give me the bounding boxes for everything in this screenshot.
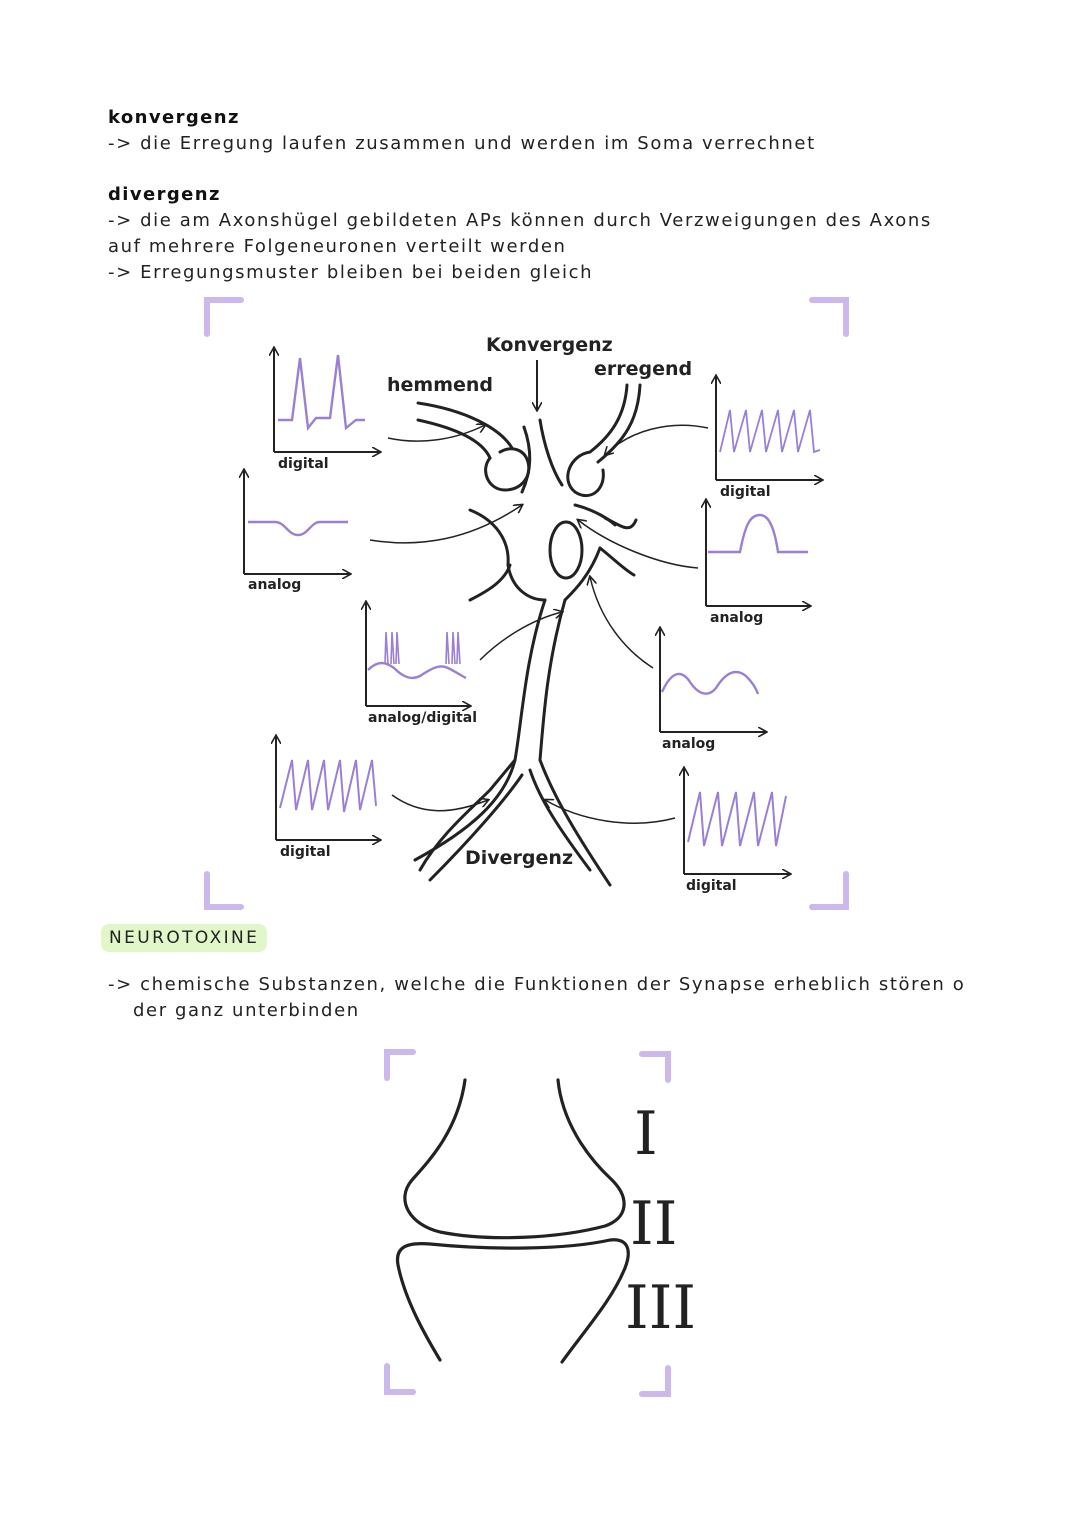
divergenz-text-1: -> die am Axonshügel gebildeten APs könn… [108,210,932,231]
graph-analog-right: analog [706,500,810,626]
hemmend-label: hemmend [387,374,493,396]
graph-label-analog-digital: analog/digital [368,710,477,726]
divergenz-text-3: -> Erregungsmuster bleiben bei beiden gl… [108,262,594,283]
roman-numeral-1: I [634,1099,658,1169]
konvergenz-text: -> die Erregung laufen zusammen und werd… [108,133,816,154]
neurotoxine-text-2: der ganz unterbinden [133,1000,360,1021]
graph-digital-bottom-left: digital [276,736,380,860]
graph-analog-left: analog [244,470,350,593]
graph-label-digital: digital [280,844,331,860]
synapse-frame [384,1049,671,1397]
graph-label-digital: digital [278,456,329,472]
graph-digital-top-left: digital [274,348,380,472]
neurotoxine-tag: NEUROTOXINE [101,924,268,952]
divergenz-label: Divergenz [465,847,573,869]
neurotoxine-text-1: -> chemische Substanzen, welche die Funk… [108,974,966,995]
neuron-frame [204,297,849,910]
divergenz-text-2: auf mehrere Folgeneuronen verteilt werde… [108,236,567,257]
erregend-label: erregend [594,358,692,380]
graph-analog-digital: analog/digital [366,602,477,726]
konvergenz-label: Konvergenz [486,334,613,356]
graph-label-analog: analog [662,736,715,752]
konvergenz-heading: konvergenz [108,107,240,128]
graph-label-digital: digital [686,878,737,894]
graph-label-analog: analog [710,610,763,626]
synapse-illustration [395,1078,630,1364]
roman-numeral-3: III [625,1273,696,1343]
graph-label-analog: analog [248,577,301,593]
roman-numeral-2: II [630,1189,677,1259]
connector-arrows [369,425,709,824]
graph-digital-top-right: digital [716,376,822,500]
graph-analog-wave: analog [660,628,766,752]
graph-label-digital: digital [720,484,771,500]
graph-digital-bottom-right: digital [684,768,790,894]
neuron-illustration [413,383,642,887]
divergenz-heading: divergenz [108,184,221,205]
